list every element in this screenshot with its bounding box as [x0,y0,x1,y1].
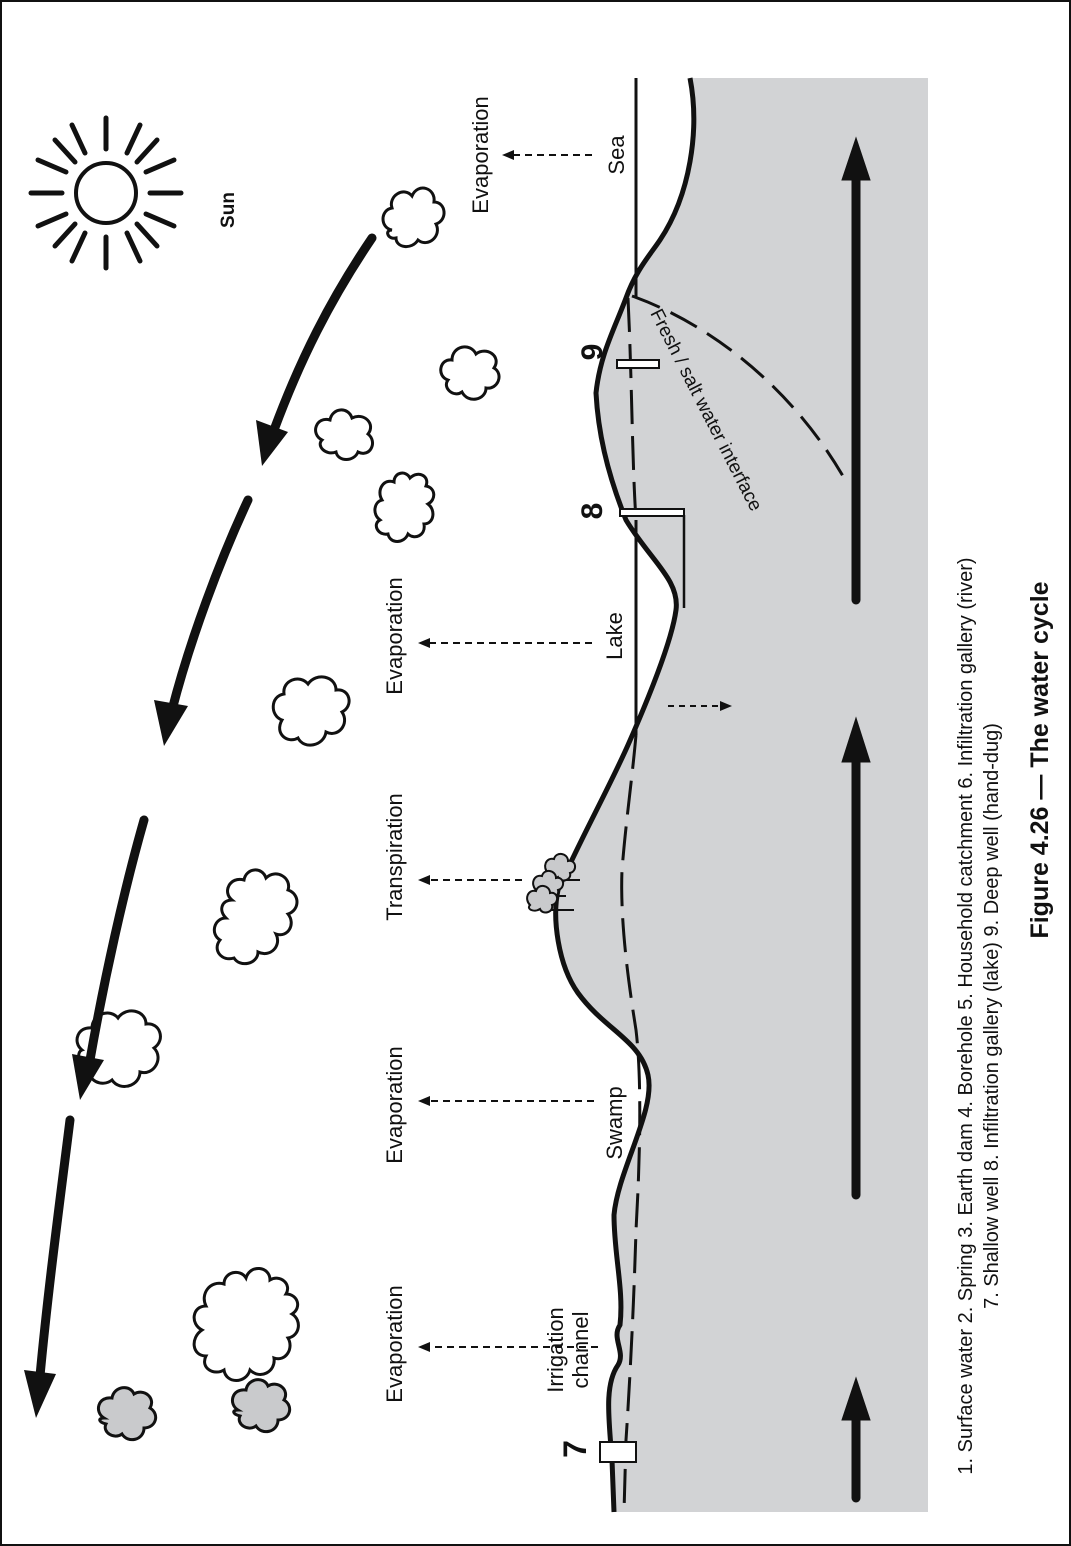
cloud-5 [271,675,351,747]
moisture-arrow-3 [85,815,149,1065]
evaporation-arrows [428,154,598,1348]
groundwater-flow-arrows [841,136,871,1503]
sea-label: Sea [604,135,629,175]
cloud-4 [373,471,436,543]
transpiration-label: Transpiration [382,793,407,921]
evaporation-lake-label: Evaporation [382,577,407,694]
figure-title: Figure 4.26 — The water cycle [1026,581,1054,938]
cloud-8 [192,1267,300,1382]
legend-line-2: 7. Shallow well 8. Infiltration gallery … [981,723,1003,1309]
cloud-3 [314,408,374,461]
sun-label: Sun [218,192,239,228]
label-number-9: 9 [576,344,609,361]
swamp-label: Swamp [602,1086,627,1159]
irrigation-channel-label-line1: Irrigation [543,1307,568,1393]
fresh-salt-interface-line [631,294,850,486]
deep-well-structure [616,359,660,369]
cloud-1 [381,186,446,248]
moisture-arrow-4 [35,1115,75,1381]
ground-body [555,78,928,1512]
label-number-8: 8 [576,503,609,520]
cloud-2 [439,345,501,401]
evaporation-swamp-label: Evaporation [382,1046,407,1163]
lake-label: Lake [602,612,627,660]
rain-cloud-1 [96,1386,158,1442]
trees [526,853,580,914]
ground-surface-line [553,77,697,1513]
seepage-arrow-head [720,701,732,711]
evaporation-sea-label: Evaporation [468,96,493,213]
infiltration-gallery-structure [619,508,685,517]
evaporation-arrowheads [418,150,514,1352]
water-table-line [620,297,642,1513]
moisture-arrow-1 [269,233,377,435]
moisture-flow-arrows [24,233,377,1418]
moisture-arrow-2 [167,495,253,715]
cloud-6 [212,868,299,966]
shallow-well-structure [599,1441,637,1463]
evaporation-irrigation-label: Evaporation [382,1285,407,1402]
rain-cloud-2 [230,1378,292,1434]
label-number-7: 7 [557,1440,593,1458]
sun-icon [28,115,184,271]
irrigation-channel-label-line2: channel [568,1311,593,1388]
rain-clouds [96,1378,292,1442]
legend-line-1: 1. Surface water 2. Spring 3. Earth dam … [955,557,977,1474]
